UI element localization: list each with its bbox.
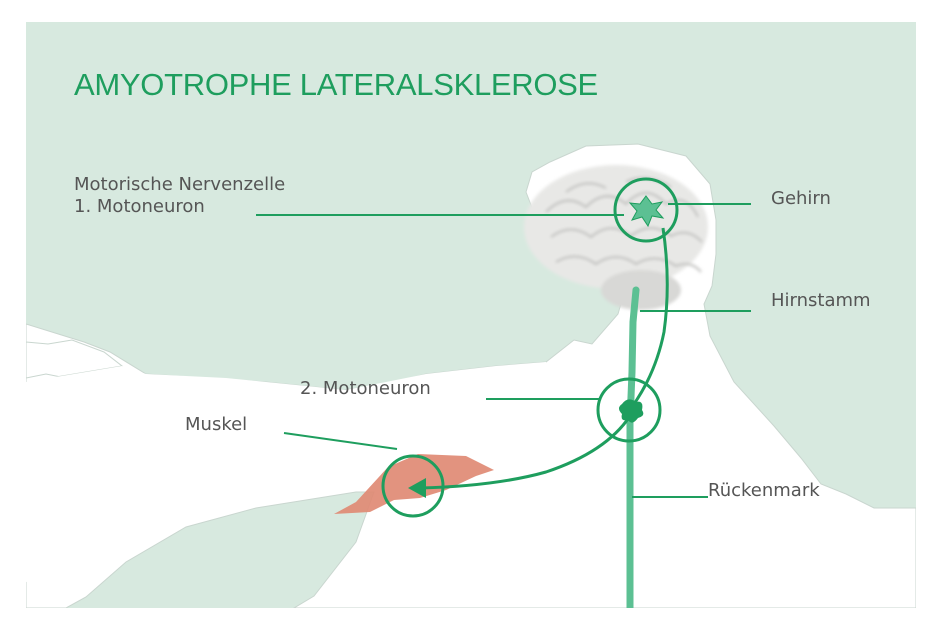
page-title: AMYOTROPHE LATERALSKLEROSE <box>74 67 598 103</box>
label-rueckenmark: Rückenmark <box>708 480 820 502</box>
label-motor-line2: 1. Motoneuron <box>74 196 285 218</box>
brain <box>524 165 708 310</box>
label-muskel: Muskel <box>185 414 247 436</box>
diagram-panel: AMYOTROPHE LATERALSKLEROSE Motorische Ne… <box>26 22 916 608</box>
label-motor-neuron: Motorische Nervenzelle 1. Motoneuron <box>74 174 285 218</box>
als-diagram <box>26 22 916 608</box>
label-gehirn: Gehirn <box>771 188 831 210</box>
label-second-motoneuron: 2. Motoneuron <box>300 378 431 400</box>
label-hirnstamm: Hirnstamm <box>771 290 871 312</box>
label-motor-line1: Motorische Nervenzelle <box>74 174 285 196</box>
